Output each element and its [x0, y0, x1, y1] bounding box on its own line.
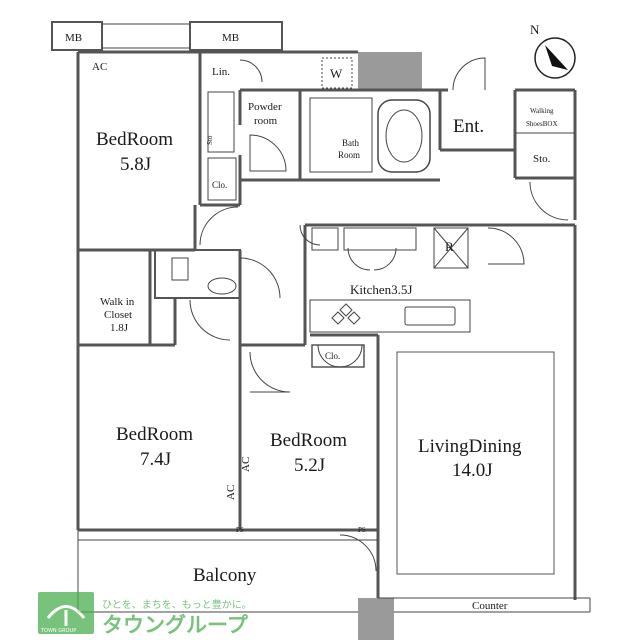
watermark-brand: タウングループ	[102, 613, 249, 637]
ac-mid-label: AC	[240, 457, 252, 472]
walkin-label-1: Walk in	[100, 296, 135, 308]
storage-small-label: Sto	[206, 135, 214, 145]
watermark: TOWN GROUP ひとを、まちを、もっと豊かに。 タウングループ	[38, 592, 252, 637]
room-labels: MB MB AC Lin. W Powder room Bath Room En…	[65, 32, 558, 612]
walkin-size: 1.8J	[110, 322, 129, 334]
bedroom2-size: 7.4J	[140, 449, 171, 470]
bedroom1-name: BedRoom	[96, 129, 173, 150]
powder-label-2: room	[254, 115, 278, 127]
shaft-block	[358, 52, 422, 90]
linen-label: Lin.	[212, 66, 230, 78]
mb-box-right	[189, 21, 283, 51]
washer-label: W	[330, 66, 343, 81]
living-label-2: 14.0J	[452, 460, 493, 481]
balcony-pillar	[358, 598, 394, 640]
toilet-room	[154, 249, 241, 299]
walls	[51, 21, 591, 640]
balcony-label: Balcony	[193, 565, 257, 586]
sink	[404, 306, 456, 326]
bedroom3-size: 5.2J	[294, 455, 325, 476]
storage-ent-label: Sto.	[533, 153, 551, 165]
ps-right-label: PS	[358, 526, 366, 534]
ac-left-label: AC	[225, 485, 237, 500]
walking-label-2: ShoesBOX	[526, 120, 558, 128]
closet-mid-label: Clo.	[325, 351, 340, 361]
entrance-label: Ent.	[453, 116, 484, 137]
stove-icon	[331, 303, 361, 325]
walking-label-1: Walking	[530, 107, 554, 115]
bedroom1-size: 5.8J	[120, 154, 151, 175]
bedroom3-name: BedRoom	[270, 430, 347, 451]
closet-top-label: Clo.	[212, 180, 227, 190]
bathtub	[377, 99, 431, 173]
kitchen-counter	[309, 299, 471, 333]
compass-ring	[534, 37, 576, 79]
mb-left-label: MB	[65, 32, 82, 44]
mb-right-label: MB	[222, 32, 239, 44]
bedroom2-name: BedRoom	[116, 424, 193, 445]
compass: N	[530, 22, 576, 79]
compass-arrow	[545, 45, 568, 70]
compass-north-label: N	[530, 22, 540, 37]
walkin-label-2: Closet	[104, 309, 132, 321]
living-rug	[396, 351, 555, 575]
bath-label-1: Bath	[342, 138, 359, 148]
powder-label-1: Powder	[248, 101, 282, 113]
watermark-group: TOWN GROUP	[40, 628, 76, 634]
door-swings	[189, 57, 569, 572]
kitchen-label: Kitchen3.5J	[350, 282, 412, 297]
watermark-tagline: ひとを、まちを、もっと豊かに。	[102, 598, 252, 611]
ac-top-label: AC	[92, 61, 107, 73]
mb-box-left	[51, 21, 103, 51]
counter-label: Counter	[472, 600, 508, 612]
living-label-1: LivingDining	[418, 436, 522, 457]
ps-left-label: PS	[236, 526, 244, 534]
refrigerator-label: R	[445, 239, 454, 254]
bath-label-2: Room	[338, 150, 360, 160]
